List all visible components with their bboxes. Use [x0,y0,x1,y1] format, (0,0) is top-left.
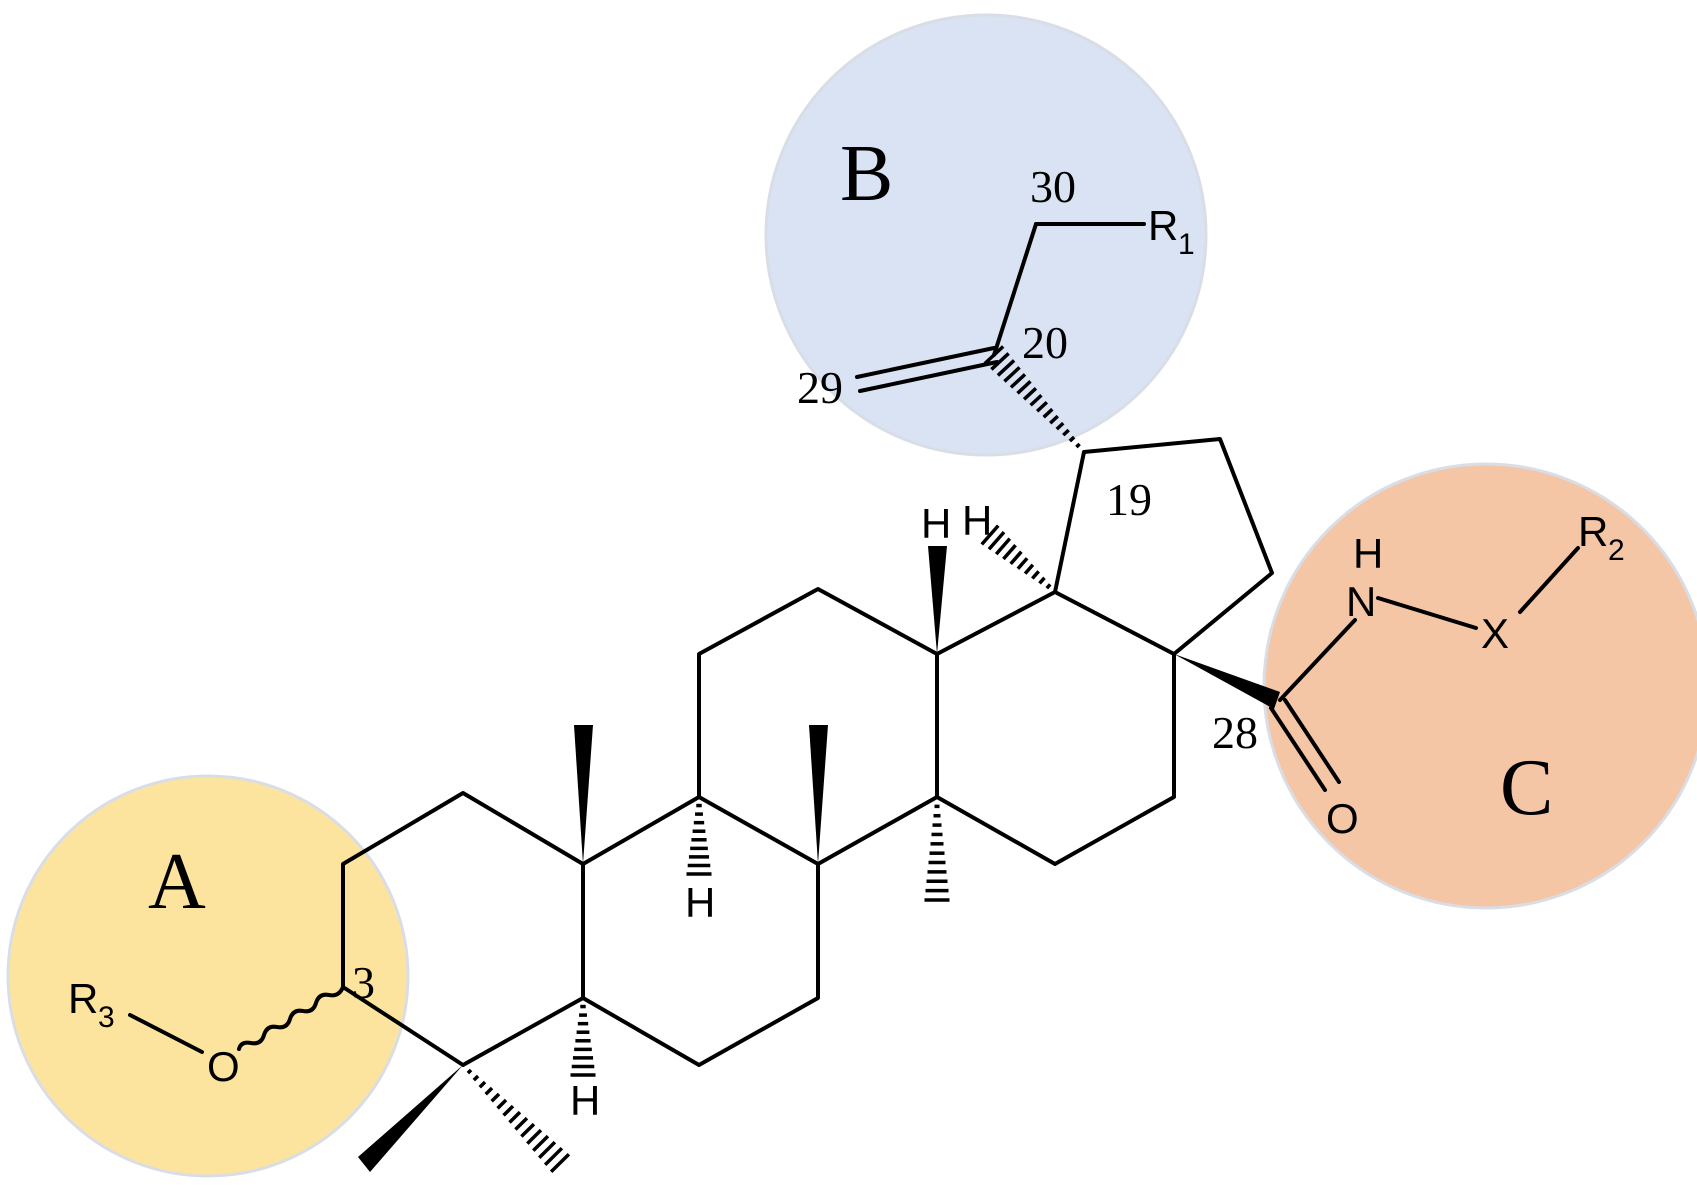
region-a-label: A [148,838,206,926]
substituent-r2: R 2 [1578,508,1625,567]
oxygen-ether: O [207,1043,240,1090]
substituent-r3: R 3 [68,975,115,1034]
double-bond-c20-c29-b [858,360,999,393]
hash-c18-hydrogen [980,524,1052,590]
wavy-bond-c3-o [237,985,345,1051]
svg-text:R: R [1148,202,1178,249]
double-bond-c28-o-a [1269,706,1327,792]
hydrogen-amide: H [1353,530,1383,577]
hydrogen-c18: H [962,497,992,544]
double-bond-c28-o-b [1283,698,1341,784]
methyl-wedge-c10 [574,725,593,864]
bond-c28-n [1278,618,1357,702]
x-linker: X [1481,610,1509,657]
ring-skeleton [341,437,1274,1067]
nitrogen-amide: N [1346,578,1376,625]
hash-c14-methyl [924,804,950,902]
substituent-r1: R 1 [1148,202,1195,261]
carbon-30-number: 30 [1030,161,1076,212]
carbon-19-number: 19 [1106,474,1152,525]
oxygen-carbonyl: O [1326,795,1359,842]
carbon-20-number: 20 [1022,317,1068,368]
region-b-label: B [840,130,893,218]
hydrogen-c9: H [685,879,715,926]
double-bond-c20-c29-a [855,346,996,379]
bond-x-r2 [1518,546,1580,614]
bond-c20-c30 [992,222,1038,357]
hash-c4-methyl [466,1068,571,1174]
hydrogen-wedge-c13 [928,546,947,654]
svg-text:R: R [1578,508,1608,555]
svg-text:1: 1 [1178,228,1195,261]
methyl-wedge-c8 [809,725,828,864]
region-c-label: C [1500,744,1553,832]
hydrogen-c13: H [921,500,951,547]
hash-c5-hydrogen [570,1004,596,1077]
carbon-28-number: 28 [1212,707,1258,758]
svg-text:2: 2 [1608,534,1625,567]
region-b-circle [764,13,1208,457]
region-c-circle [1262,462,1697,910]
carbonyl-wedge-c17 [1174,654,1280,709]
bond-n-x [1376,596,1478,630]
carbon-3-number: 3 [352,957,375,1008]
hydrogen-c5: H [570,1077,600,1124]
carbon-29-number: 29 [797,362,843,413]
region-a-circle [6,774,410,1178]
methyl-wedge-c4 [358,1065,463,1172]
hash-c19-isopropenyl [983,345,1081,449]
svg-text:3: 3 [98,1001,115,1034]
svg-text:R: R [68,975,98,1022]
hash-c9-hydrogen [686,803,712,876]
bond-o-r3 [128,1013,204,1054]
